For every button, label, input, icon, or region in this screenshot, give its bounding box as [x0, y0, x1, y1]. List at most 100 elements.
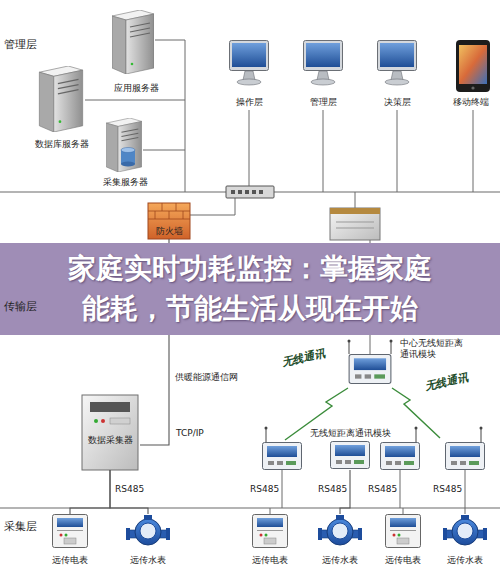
switch-icon — [252, 190, 256, 194]
server-icon — [112, 10, 154, 74]
meter-icon — [386, 515, 421, 548]
switch-icon — [238, 190, 242, 194]
meter-node: 远传电表 — [243, 514, 297, 566]
computer-icon — [378, 41, 417, 86]
meter-icon — [318, 515, 362, 545]
switch-icon — [231, 190, 235, 194]
node-caption: 中心无线短距离通讯模块 — [400, 338, 466, 360]
tablet-node: 移动终端 — [444, 36, 498, 108]
wire — [473, 110, 474, 192]
central-module-icon — [390, 340, 393, 343]
layer-label: 管理层 — [4, 38, 37, 52]
meter-node: 远传水表 — [438, 514, 492, 566]
wire — [397, 110, 398, 192]
node-caption: 无线短距离通讯模块 — [303, 428, 397, 439]
wire — [190, 198, 235, 215]
wireless-module-icon — [331, 442, 370, 469]
tablet-icon — [459, 45, 487, 84]
edge-label: TCP/IP — [175, 428, 205, 439]
meter-node: 远传电表 — [376, 514, 430, 566]
wireless-label: 无线通讯 — [424, 371, 470, 394]
collector-box: 数据采集器 — [80, 395, 140, 470]
wire — [143, 150, 185, 151]
switch-icon — [259, 190, 263, 194]
wireless-signal — [392, 388, 440, 438]
server-node: 采集服务器 — [88, 116, 162, 188]
meter-node: 远传水表 — [121, 514, 175, 566]
node-caption: 数据库服务器 — [20, 139, 104, 150]
node-caption: 远传电表 — [376, 555, 430, 566]
collector-cabinet — [94, 419, 98, 423]
node-caption: 管理层 — [294, 97, 352, 108]
computer-icon — [230, 41, 417, 86]
router-icon — [336, 222, 374, 223]
meter-icon — [53, 515, 88, 548]
tablet-icon — [456, 40, 490, 92]
wire — [355, 192, 356, 208]
bus-label: RS485 — [318, 484, 347, 495]
wire — [323, 110, 324, 192]
firewall-icon — [155, 211, 156, 219]
tablet-icon — [456, 40, 490, 92]
wireless-module-icon — [480, 427, 483, 430]
wire — [185, 40, 186, 192]
router-icon — [330, 208, 380, 214]
wireless-signal — [285, 388, 440, 440]
node-caption: 操作层 — [220, 97, 278, 108]
collector-cabinet — [82, 395, 138, 470]
server-icon — [39, 66, 82, 132]
wireless-module-icon — [263, 443, 302, 470]
computer-icon — [230, 41, 269, 86]
switch-icon — [226, 186, 274, 198]
collector-cabinet — [101, 419, 105, 423]
wire — [465, 470, 466, 508]
wire — [403, 508, 404, 514]
wireless-module-icon — [446, 443, 485, 470]
wire — [249, 110, 250, 186]
server-node: 应用服务器 — [98, 8, 174, 94]
node-caption: 应用服务器 — [98, 83, 174, 94]
wire — [400, 470, 401, 508]
meter-icon — [53, 515, 488, 548]
router-icon — [330, 208, 380, 240]
node-caption: 移动终端 — [444, 97, 498, 108]
firewall-icon — [176, 203, 177, 211]
meter-icon — [253, 515, 288, 548]
central-module-icon — [391, 342, 392, 354]
meter-icon — [126, 515, 170, 545]
firewall-icon — [162, 203, 163, 211]
meter-node: 远传电表 — [43, 514, 97, 566]
central-module-icon — [348, 340, 351, 343]
computer-icon — [304, 41, 343, 86]
switch-icon — [245, 190, 249, 194]
server-icon — [121, 162, 135, 167]
node-caption: 远传水表 — [313, 555, 367, 566]
server-node: 数据库服务器 — [20, 64, 104, 150]
bus-label: RS485 — [368, 484, 397, 495]
computer-node: 管理层 — [294, 36, 352, 108]
node-caption: 远传电表 — [243, 555, 297, 566]
title-banner: 家庭实时功耗监控：掌握家庭能耗，节能生活从现在开始 — [0, 243, 500, 335]
layer-label: 传输层 — [4, 300, 37, 314]
router-icon — [330, 208, 380, 240]
server-icon — [121, 148, 135, 153]
wire — [85, 100, 185, 101]
wire — [270, 508, 271, 514]
server-icon — [106, 118, 141, 172]
title-text: 家庭实时功耗监控：掌握家庭能耗，节能生活从现在开始 — [60, 243, 440, 329]
node-caption: 防火墙 — [146, 226, 192, 237]
firewall-icon — [169, 211, 170, 219]
layer-label: 采集层 — [4, 520, 37, 534]
central-module-icon — [349, 355, 391, 384]
wireless-module-icon — [416, 429, 417, 442]
firewall-box: 防火墙 — [146, 203, 192, 239]
wireless-module-icon — [381, 443, 420, 470]
wireless-module-node: 无线短距离通讯模块 — [303, 428, 397, 470]
bus-label: RS485 — [433, 484, 462, 495]
node-caption: 远传水表 — [121, 555, 175, 566]
router-icon — [336, 228, 374, 229]
collector-cabinet — [82, 395, 138, 470]
collector-cabinet — [110, 418, 130, 424]
node-caption: 远传水表 — [438, 555, 492, 566]
wire — [282, 470, 283, 508]
